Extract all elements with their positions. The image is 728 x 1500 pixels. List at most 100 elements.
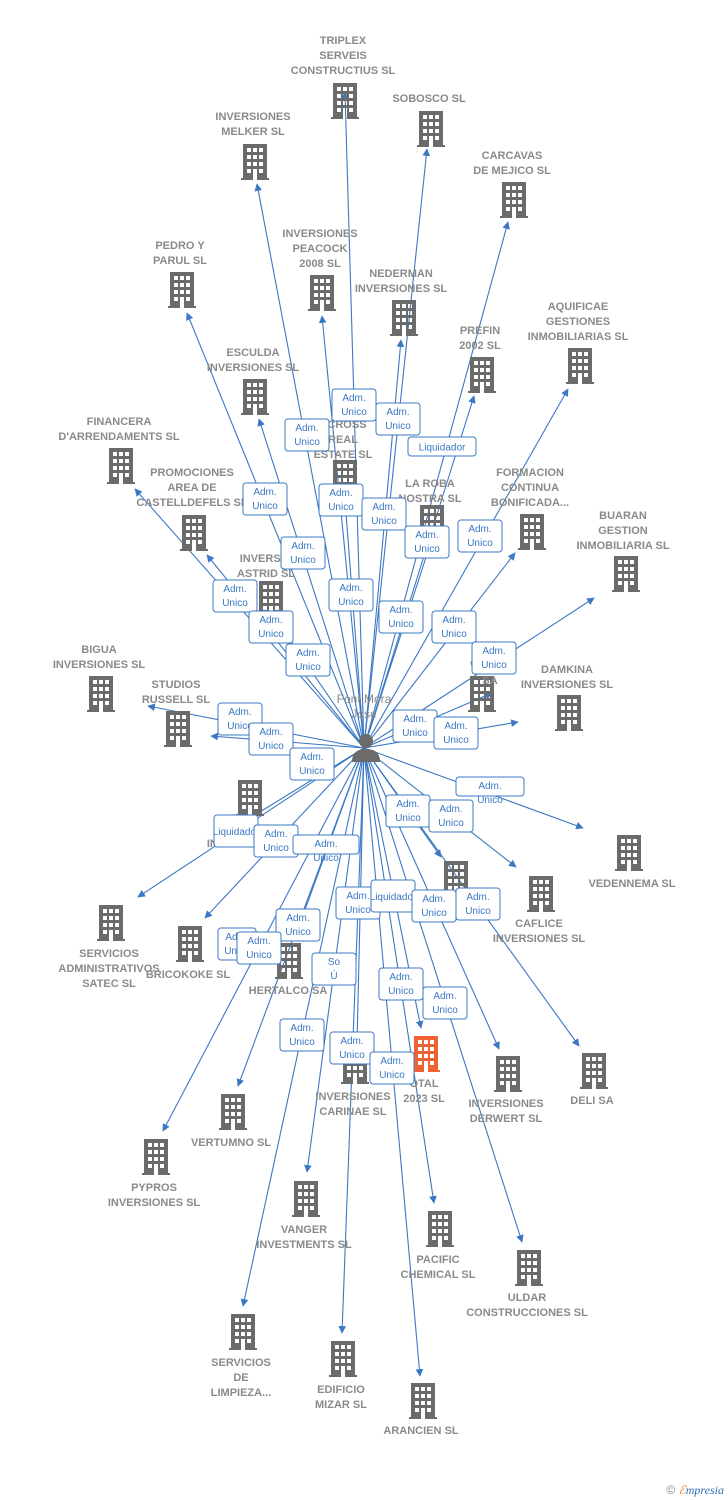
role-badge[interactable]: Adm.Unico [378, 600, 424, 634]
role-text: Liquidador [213, 827, 260, 838]
role-badge[interactable]: Adm.Unico [369, 1051, 415, 1085]
role-badge[interactable]: Adm.Unico [404, 525, 450, 559]
role-badge[interactable]: Adm.Unico [253, 824, 299, 858]
role-badge[interactable]: Liquidador [213, 814, 260, 848]
company-node[interactable]: SOBOSCO SL [392, 93, 466, 147]
role-badge[interactable]: Adm.Unico [236, 931, 282, 965]
role-badge[interactable]: Adm.Unico [455, 887, 501, 921]
role-badge[interactable]: Adm.Unico [428, 799, 474, 833]
company-node[interactable]: FORMACIONCONTINUABONIFICADA... [491, 467, 569, 550]
building-icon [308, 275, 336, 311]
brand-logo[interactable]: ℰmpresia [678, 1483, 725, 1497]
role-badge[interactable]: Adm.Unico [289, 747, 335, 781]
building-icon [515, 1250, 543, 1286]
company-name: PEDRO Y [155, 240, 205, 252]
role-badge[interactable]: Adm.Unico [279, 1018, 325, 1052]
role-badge[interactable]: Adm.Unico [242, 482, 288, 516]
company-name: INVESTMENTS SL [256, 1239, 352, 1251]
role-badge[interactable]: Adm.Unico [431, 610, 477, 644]
center-name-line-2: Jose [351, 707, 377, 721]
role-badge[interactable]: Adm.Unico [331, 388, 377, 422]
building-icon [468, 357, 496, 393]
company-name: SERVICIOS [211, 1357, 271, 1369]
role-badge[interactable]: Adm.Unico [212, 579, 258, 613]
building-icon [612, 556, 640, 592]
role-badge[interactable]: Adm.Unico [328, 578, 374, 612]
role-text: Adm. [223, 584, 246, 595]
role-badge[interactable]: Adm.Unico [292, 834, 360, 864]
role-text: So [328, 957, 341, 968]
role-badge[interactable]: SoÚ [311, 952, 357, 986]
company-node[interactable]: BRICOKOKE SL [146, 926, 231, 981]
role-badge[interactable]: Adm.Unico [280, 536, 326, 570]
role-badge[interactable]: Adm.Unico [318, 483, 364, 517]
company-node[interactable]: VERTUMNO SL [191, 1094, 271, 1149]
role-badge[interactable]: Adm.Unico [361, 497, 407, 531]
role-badge[interactable]: Adm.Unico [385, 794, 431, 828]
role-badge[interactable]: Adm.Unico [275, 908, 321, 942]
role-badge[interactable]: Adm.Unico [392, 709, 438, 743]
role-text: Unico [438, 818, 464, 829]
company-node[interactable]: DELI SA [570, 1053, 614, 1107]
company-name: RCROSS [319, 419, 366, 431]
role-badge[interactable]: Adm.Unico [455, 776, 525, 806]
role-badge-box [292, 834, 360, 855]
building-icon [241, 379, 269, 415]
company-name: INVERSIONES [468, 1098, 543, 1110]
role-badge[interactable]: Adm.Unico [284, 418, 330, 452]
role-badge[interactable]: Adm.Unico [457, 519, 503, 553]
role-badge[interactable]: Adm.Unico [329, 1031, 375, 1065]
role-badge[interactable]: Adm.Unico [285, 643, 331, 677]
role-badge[interactable]: Adm.Unico [411, 889, 457, 923]
role-badge[interactable]: Adm.Unico [248, 722, 294, 756]
role-badge-box [289, 747, 335, 781]
role-badge[interactable]: Adm.Unico [422, 986, 468, 1020]
center-person[interactable]: Font Mora Jose [337, 692, 392, 762]
role-badge[interactable]: Adm.Unico [378, 967, 424, 1001]
relation-edge [249, 747, 365, 819]
role-badge[interactable]: Adm.Unico [375, 402, 421, 436]
company-name: INVERSIONES SL [521, 679, 614, 691]
role-badge[interactable]: Liquidador [407, 436, 477, 457]
role-badge[interactable]: Adm.Unico [433, 716, 479, 750]
role-badge[interactable]: Adm.Unico [471, 641, 517, 675]
company-node[interactable]: ARANCIEN SL [383, 1383, 459, 1437]
company-node[interactable]: SERVICIOSDELIMPIEZA... [211, 1314, 272, 1399]
company-node[interactable]: VEDENNEMA SL [589, 835, 676, 890]
building-icon [176, 926, 204, 962]
role-badge[interactable]: Liquidador [370, 879, 417, 913]
company-node[interactable]: HERTALCO SA [249, 943, 328, 997]
company-name: PACIFIC [416, 1254, 459, 1266]
role-badge[interactable]: Adm.Unico [248, 610, 294, 644]
role-text: Unico [388, 986, 414, 997]
role-text: Adm. [442, 615, 465, 626]
